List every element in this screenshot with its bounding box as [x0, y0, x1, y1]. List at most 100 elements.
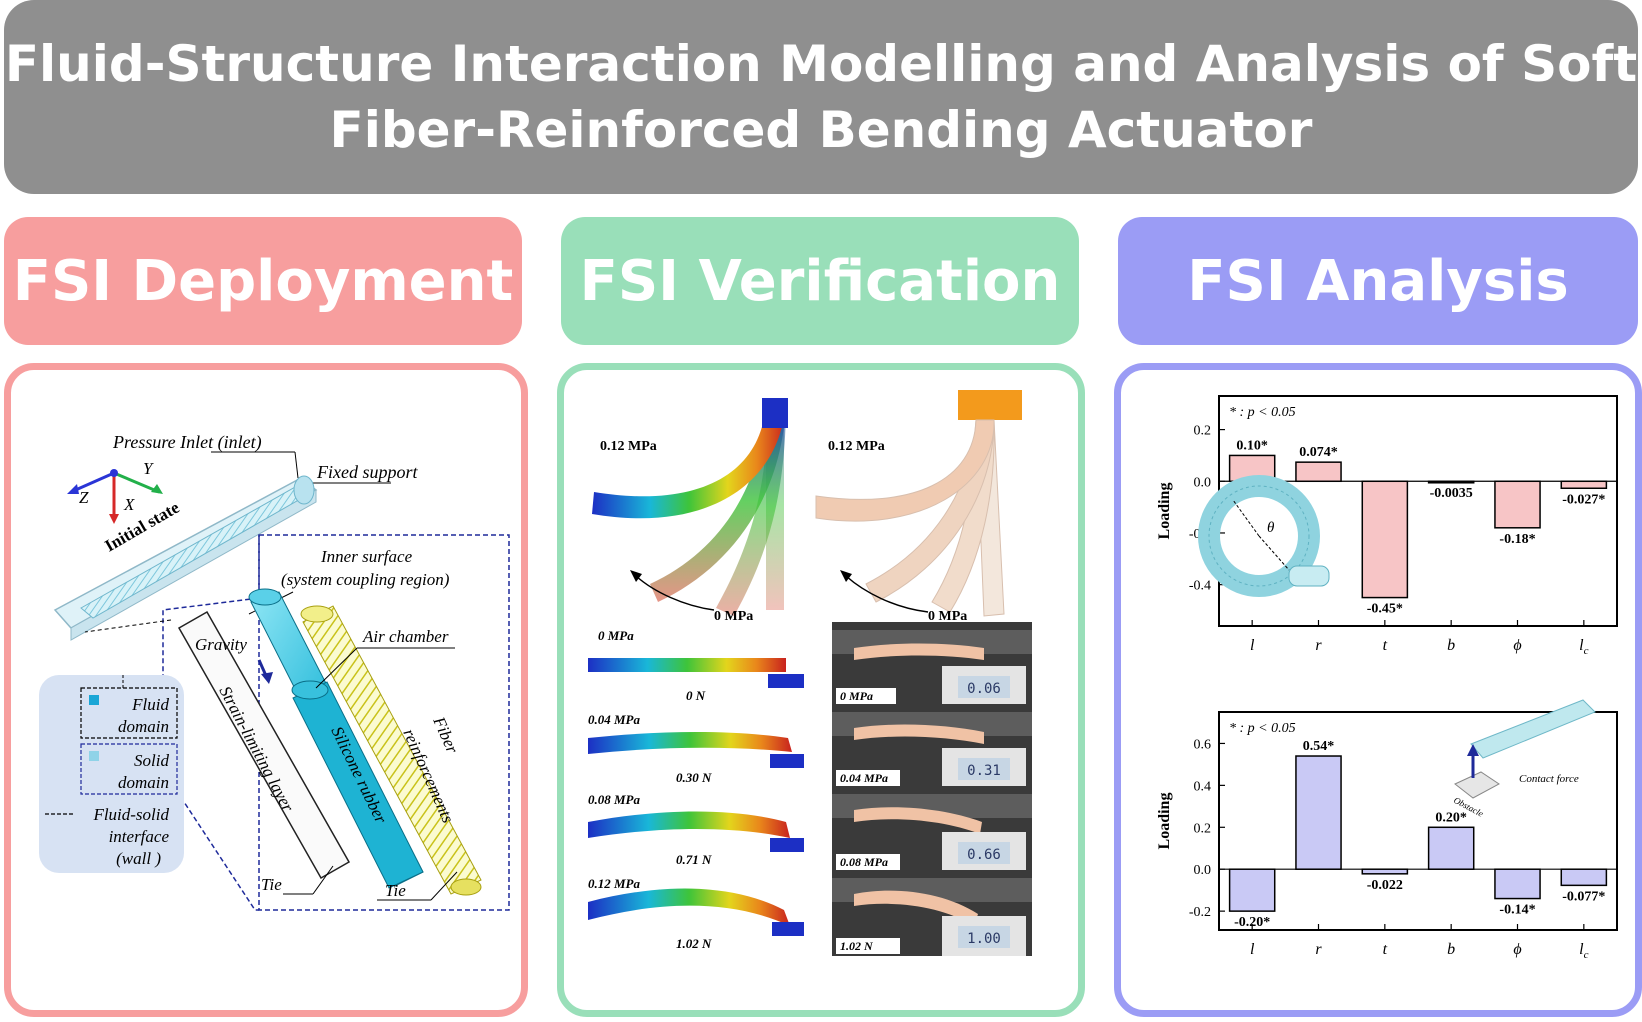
chart-0-xtick-label-2: t: [1383, 637, 1388, 654]
row-0-sim-pressure: 0 MPa: [598, 628, 634, 643]
section-header-analysis: FSI Analysis: [1118, 217, 1638, 345]
legend-wall-label: (wall ): [116, 849, 161, 868]
verification-row-2: [588, 786, 1032, 872]
chart-1-xtick-label-5: lc: [1579, 941, 1588, 961]
axis-y-label: Y: [143, 459, 154, 478]
row-0-force-display: 0.06: [967, 681, 1001, 697]
chart-1-value-label-3: 0.20*: [1435, 810, 1467, 825]
coupling-region-label: (system coupling region): [281, 570, 450, 589]
title-line-1: Fluid-Structure Interaction Modelling an…: [4, 35, 1638, 93]
legend-solid-label: Solid: [134, 751, 169, 770]
sim-top-pressure-label: 0.12 MPa: [600, 439, 657, 454]
inset-contact-force-label: Contact force: [1519, 773, 1579, 785]
initial-state-beam: [53, 475, 318, 641]
chart-0-bar-5: [1560, 480, 1608, 490]
verification-row-0: [588, 622, 1032, 706]
chart-0-xtick-label-3: b: [1447, 637, 1455, 654]
chart-1-ytick-label-0: 0.6: [1194, 737, 1212, 752]
chart-0-value-label-0: 0.10*: [1236, 438, 1268, 453]
legend-interface-2-label: interface: [109, 827, 170, 846]
sim-top-zero-label: 0 MPa: [714, 609, 753, 624]
chart-1-bar-0: [1228, 868, 1276, 912]
chart-0-ylabel: Loading: [1156, 483, 1173, 540]
contact-force-inset: [1454, 699, 1596, 799]
verification-row-3: [588, 870, 1032, 956]
chart-1-value-label-0: -0.20*: [1234, 915, 1270, 930]
chart-0-xtick-label-1: r: [1315, 637, 1322, 654]
row-1-sim-pressure: 0.04 MPa: [588, 712, 641, 727]
chart-0-xtick-label-4: ϕ: [1513, 637, 1521, 654]
legend-interface-label: Fluid-solid: [92, 805, 169, 824]
row-1-force: 0.30 N: [676, 770, 712, 785]
chart-1-xtick-label-0: l: [1250, 941, 1255, 958]
domain-legend: [39, 675, 184, 873]
chart-1-ytick-label-4: -0.2: [1189, 905, 1211, 920]
section-header-verification: FSI Verification: [561, 217, 1079, 345]
fiber-reinforcement-coil: [300, 605, 482, 896]
row-0-force: 0 N: [686, 688, 706, 703]
panel-verification: 0.12 MPa 0 MPa 0.12 MPa 0 MPa 0 MPa 0 N …: [557, 363, 1085, 1017]
experiment-bending-photo: [815, 390, 1022, 617]
fixed-support-label: Fixed support: [316, 462, 418, 482]
chart-0-value-label-3: -0.0035: [1430, 486, 1473, 501]
row-3-force: 1.02 N: [676, 936, 712, 951]
verification-row-1: [588, 704, 1032, 788]
deployment-diagram: Y Z X Pressure Inlet (inlet) Fixed suppo…: [39, 432, 510, 911]
row-0-exp-pressure: 0 MPa: [840, 689, 873, 703]
chart-1-bar-5: [1560, 868, 1608, 887]
row-2-force-display: 0.66: [967, 847, 1001, 863]
gravity-label: Gravity: [195, 635, 247, 654]
chart-1-value-label-4: -0.14*: [1499, 903, 1535, 918]
inner-surface-label: Inner surface: [320, 547, 413, 566]
air-chamber-label: Air chamber: [362, 627, 449, 646]
axis-x-label: X: [123, 495, 135, 514]
ring-actuator-inset: [1198, 475, 1330, 597]
simulation-bending-sequence: [592, 398, 788, 616]
silicone-rubber-cylinder: [248, 588, 424, 889]
chart-1-bar-3: [1427, 826, 1475, 870]
strain-limiting-layer-shape: [177, 610, 351, 880]
chart-0-bar-4: [1494, 480, 1541, 529]
legend-solid-domain-label: domain: [118, 773, 169, 792]
chart-0-value-label-5: -0.027*: [1562, 492, 1605, 507]
row-3-force-display: 1.00: [967, 931, 1001, 947]
chart-1-bar-2: [1361, 868, 1409, 875]
chart-0-value-label-2: -0.45*: [1367, 602, 1403, 617]
chart-0-xtick-label-5: lc: [1579, 637, 1588, 657]
panel-deployment: Y Z X Pressure Inlet (inlet) Fixed suppo…: [4, 363, 528, 1017]
chart-1-value-label-1: 0.54*: [1303, 739, 1335, 754]
legend-fluid-domain-label: domain: [118, 717, 169, 736]
exp-top-zero-label: 0 MPa: [928, 609, 967, 624]
tie-left-label: Tie: [261, 875, 282, 894]
chart-0-ytick-label-0: 0.2: [1194, 424, 1212, 439]
chart-0-ytick-label-1: 0.0: [1194, 475, 1212, 490]
chart-1-bar-4: [1494, 868, 1541, 900]
tie-right-label: Tie: [385, 881, 406, 900]
axis-z-label: Z: [79, 488, 89, 507]
inset-theta-label: θ: [1267, 520, 1275, 536]
row-3-exp-pressure: 1.02 N: [840, 939, 874, 953]
verification-figure: 0.12 MPa 0 MPa 0.12 MPa 0 MPa 0 MPa 0 N …: [588, 390, 1032, 956]
chart-1-ytick-label-3: 0.0: [1194, 863, 1212, 878]
legend-fluid-label: Fluid: [131, 695, 169, 714]
chart-1-ylabel: Loading: [1156, 793, 1173, 850]
row-3-sim-pressure: 0.12 MPa: [588, 876, 641, 891]
row-2-sim-pressure: 0.08 MPa: [588, 792, 641, 807]
chart-1-xtick-label-2: t: [1383, 941, 1388, 958]
fiber-label: Fiber: [429, 713, 462, 756]
row-2-force: 0.71 N: [676, 852, 712, 867]
chart-0-value-label-4: -0.18*: [1499, 532, 1535, 547]
chart-0-annotation: * : p < 0.05: [1229, 405, 1296, 420]
row-1-force-display: 0.31: [967, 763, 1001, 779]
chart-1-value-label-2: -0.022: [1367, 878, 1403, 893]
chart-1-frame: [1218, 711, 1618, 931]
chart-0-value-label-1: 0.074*: [1299, 445, 1338, 460]
title-banner: Fluid-Structure Interaction Modelling an…: [4, 0, 1638, 194]
chart-0-ytick-label-3: -0.4: [1189, 579, 1211, 594]
chart-1-xtick-label-3: b: [1447, 941, 1455, 958]
chart-1-value-label-5: -0.077*: [1562, 889, 1605, 904]
